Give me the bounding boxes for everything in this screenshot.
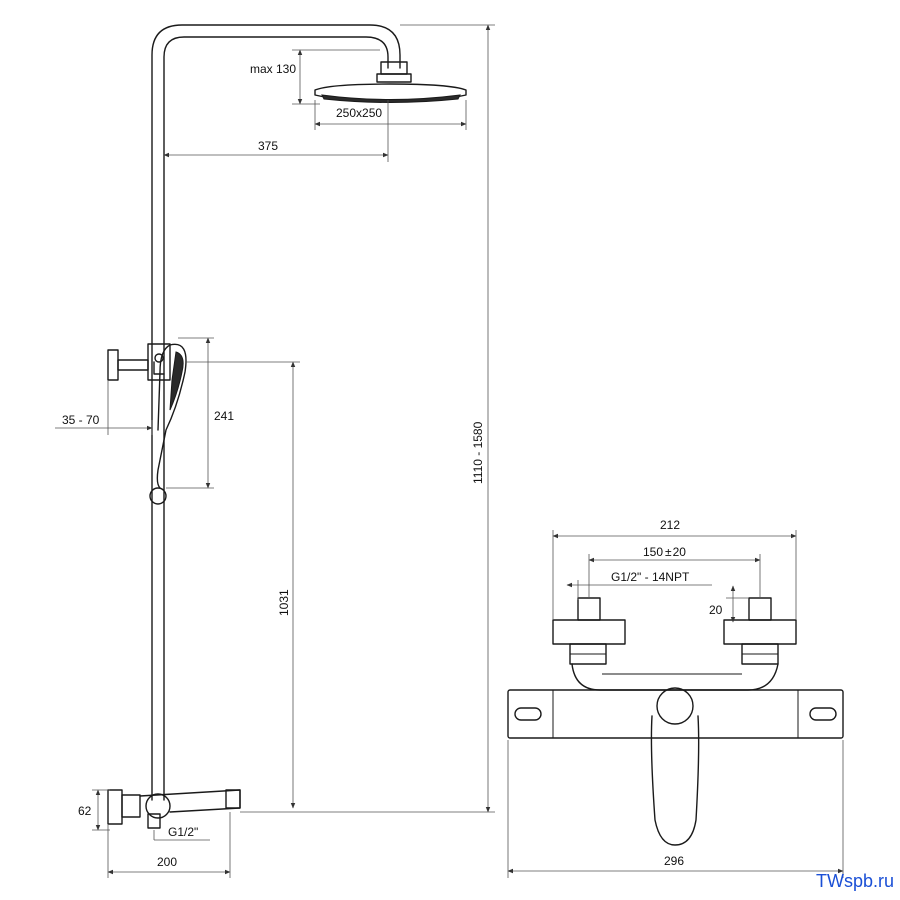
label-head-size: 250x250: [336, 106, 382, 120]
dim-spout-depth: 200: [107, 812, 231, 878]
dim-wall-offset: 35 - 70: [55, 380, 153, 435]
label-spout-depth: 200: [157, 855, 177, 869]
label-mixer-centers: 150: [643, 545, 663, 559]
dim-arm-reach: 375: [163, 100, 389, 162]
dim-base-height: 62: [78, 789, 110, 831]
dim-mixer-centers: 150±20: [588, 545, 761, 598]
dim-head-height: max 130: [250, 49, 380, 105]
label-inlet-connection: G1/2" - 14NPT: [611, 570, 690, 584]
label-tolerance-sign: ±: [665, 545, 672, 559]
label-tolerance-value: 20: [673, 545, 687, 559]
label-wall-offset: 35 - 70: [62, 413, 100, 427]
dim-head-size: 250x250: [314, 100, 467, 130]
label-head-height: max 130: [250, 62, 296, 76]
label-hand-shower: 241: [214, 409, 234, 423]
hand-shower: [149, 343, 187, 505]
thermostatic-mixer: [507, 597, 844, 846]
dim-inlet-thread: G1/2": [153, 825, 210, 841]
wall-bracket: [107, 343, 171, 381]
dim-hand-shower: 241: [166, 337, 234, 489]
dim-mixer-width: 296: [507, 740, 844, 878]
column-mixer: [107, 789, 241, 829]
dim-overall-height: 1110 - 1580: [240, 24, 495, 813]
label-connection-depth: 20: [709, 603, 723, 617]
shower-column: [151, 24, 412, 801]
rain-shower-head: [314, 83, 467, 103]
label-outlet-height: 1031: [277, 589, 291, 616]
label-overall-height: 1110 - 1580: [471, 421, 485, 484]
label-base-height: 62: [78, 804, 92, 818]
watermark: TWspb.ru: [815, 871, 894, 891]
label-mixer-width: 296: [664, 854, 684, 868]
dim-inlet-connection: G1/2" - 14NPT: [566, 570, 712, 600]
dim-mixer-overall: 212: [552, 518, 797, 620]
svg-text:150±20: 150±20: [643, 545, 686, 559]
label-inlet-thread: G1/2": [168, 825, 198, 839]
label-arm-reach: 375: [258, 139, 278, 153]
dim-connection-depth: 20: [709, 585, 749, 623]
label-mixer-overall: 212: [660, 518, 680, 532]
dim-outlet-height: 1031: [185, 361, 300, 809]
